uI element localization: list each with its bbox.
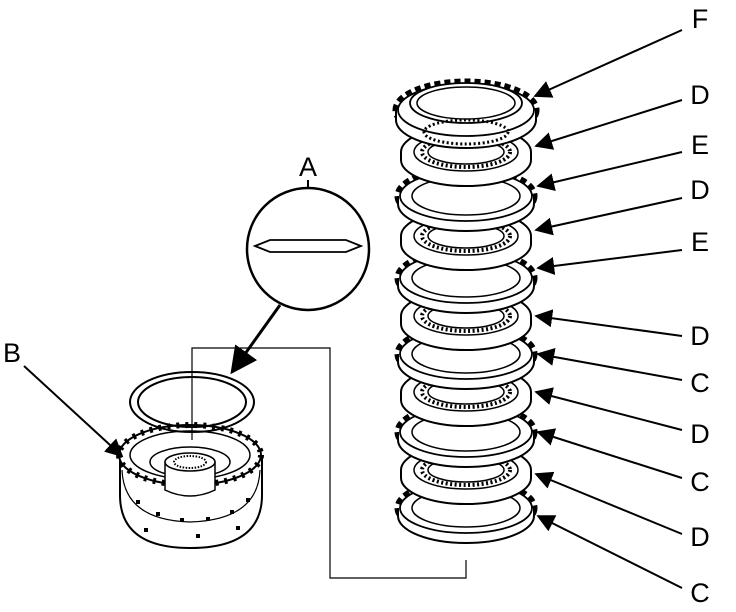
clutch-pack bbox=[392, 78, 540, 543]
label-a: A bbox=[299, 152, 317, 182]
label-d: D bbox=[690, 522, 710, 552]
clutch-drum bbox=[116, 422, 264, 550]
connector-line bbox=[191, 347, 467, 579]
stack-leaders bbox=[533, 29, 683, 589]
pressure-plate-f bbox=[392, 78, 540, 149]
label-c: C bbox=[690, 368, 710, 398]
label-d: D bbox=[690, 175, 710, 205]
label-f: F bbox=[692, 4, 709, 34]
label-d: D bbox=[690, 419, 710, 449]
detail-callout bbox=[230, 180, 371, 375]
label-e: E bbox=[691, 227, 709, 257]
label-e: E bbox=[691, 130, 709, 160]
leader-b bbox=[23, 365, 124, 458]
label-b: B bbox=[3, 338, 21, 368]
label-c: C bbox=[690, 467, 710, 497]
label-d: D bbox=[690, 321, 710, 351]
label-c: C bbox=[690, 578, 710, 608]
label-d: D bbox=[690, 80, 710, 110]
